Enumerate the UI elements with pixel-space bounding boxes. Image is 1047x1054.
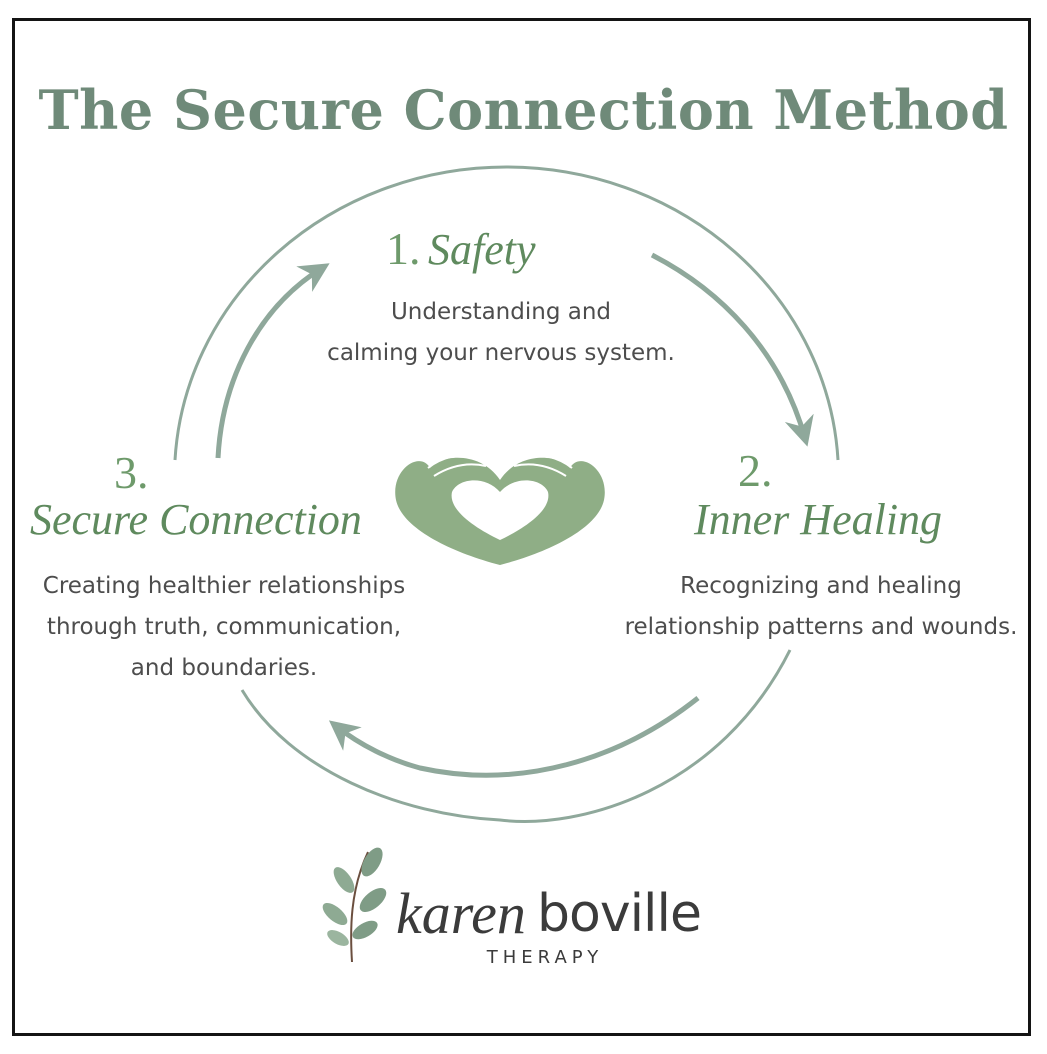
cycle-arc-bottom	[240, 649, 792, 823]
arrow-to-inner-healing	[650, 252, 814, 447]
step-1-title: Safety	[428, 225, 536, 274]
page-title: The Secure Connection Method	[38, 78, 1009, 142]
step-2-description: Recognizing and healing relationship pat…	[624, 573, 1018, 640]
brand-subtitle: THERAPY	[486, 947, 604, 968]
step-1-number: 1.	[386, 223, 421, 274]
step-3-number: 3.	[114, 447, 149, 498]
arrow-to-safety	[215, 263, 330, 459]
cycle-arc-top	[173, 165, 840, 461]
leaf-branch-icon	[322, 847, 387, 963]
heart-hands-icon	[395, 453, 605, 565]
brand-name: boville	[537, 884, 702, 944]
step-2-title: Inner Healing	[694, 495, 943, 544]
step-2-number: 2.	[738, 445, 773, 496]
brand-script-name: karen	[396, 881, 526, 946]
step-3-title: Secure Connection	[30, 495, 362, 544]
arrow-to-secure-connection	[328, 696, 700, 778]
step-3-description: Creating healthier relationships through…	[42, 573, 406, 681]
step-1-description: Understanding and calming your nervous s…	[327, 299, 675, 366]
